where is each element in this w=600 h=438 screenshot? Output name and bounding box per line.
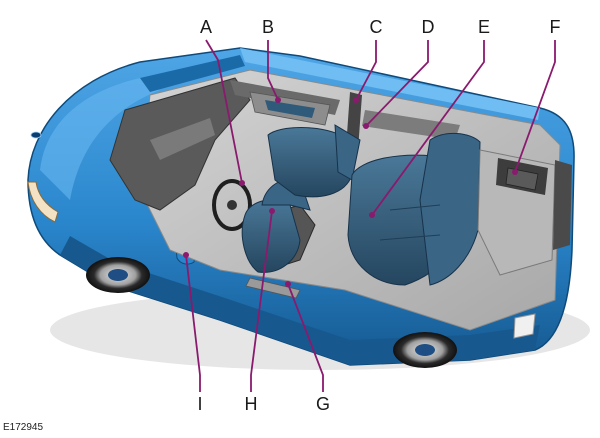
figure-reference-code: E172945 [3, 422, 44, 433]
leader-dot-i [183, 252, 189, 258]
leader-line-h [250, 210, 273, 392]
leader-line-a [205, 39, 243, 184]
leader-line-b [267, 40, 279, 101]
callout-label-g: G [316, 394, 330, 414]
leader-line-c [355, 40, 377, 101]
callout-label-e: E [478, 17, 490, 37]
wheels [86, 257, 457, 368]
callout-label-c: C [370, 17, 383, 37]
leader-dot-h [269, 208, 275, 214]
callout-label-a: A [200, 17, 212, 37]
leader-line-d [365, 40, 429, 127]
callout-labels: A B C D E F G H I [197, 17, 560, 414]
leader-dot-f [512, 169, 518, 175]
callout-label-i: I [197, 394, 202, 414]
leader-line-e [371, 40, 485, 216]
leader-line-g [287, 283, 324, 392]
callout-label-h: H [245, 394, 258, 414]
cabin-interior [109, 69, 572, 331]
leader-dot-b [275, 97, 281, 103]
leader-dot-c [353, 97, 359, 103]
leader-dot-a [239, 180, 245, 186]
leader-dot-e [369, 212, 375, 218]
leader-dot-d [363, 123, 369, 129]
callout-label-b: B [262, 17, 274, 37]
callout-label-d: D [422, 17, 435, 37]
callout-label-f: F [550, 17, 561, 37]
leader-line-f [514, 40, 556, 173]
leader-dot-g [285, 281, 291, 287]
callout-leaders [183, 39, 556, 392]
leader-line-i [185, 254, 201, 392]
